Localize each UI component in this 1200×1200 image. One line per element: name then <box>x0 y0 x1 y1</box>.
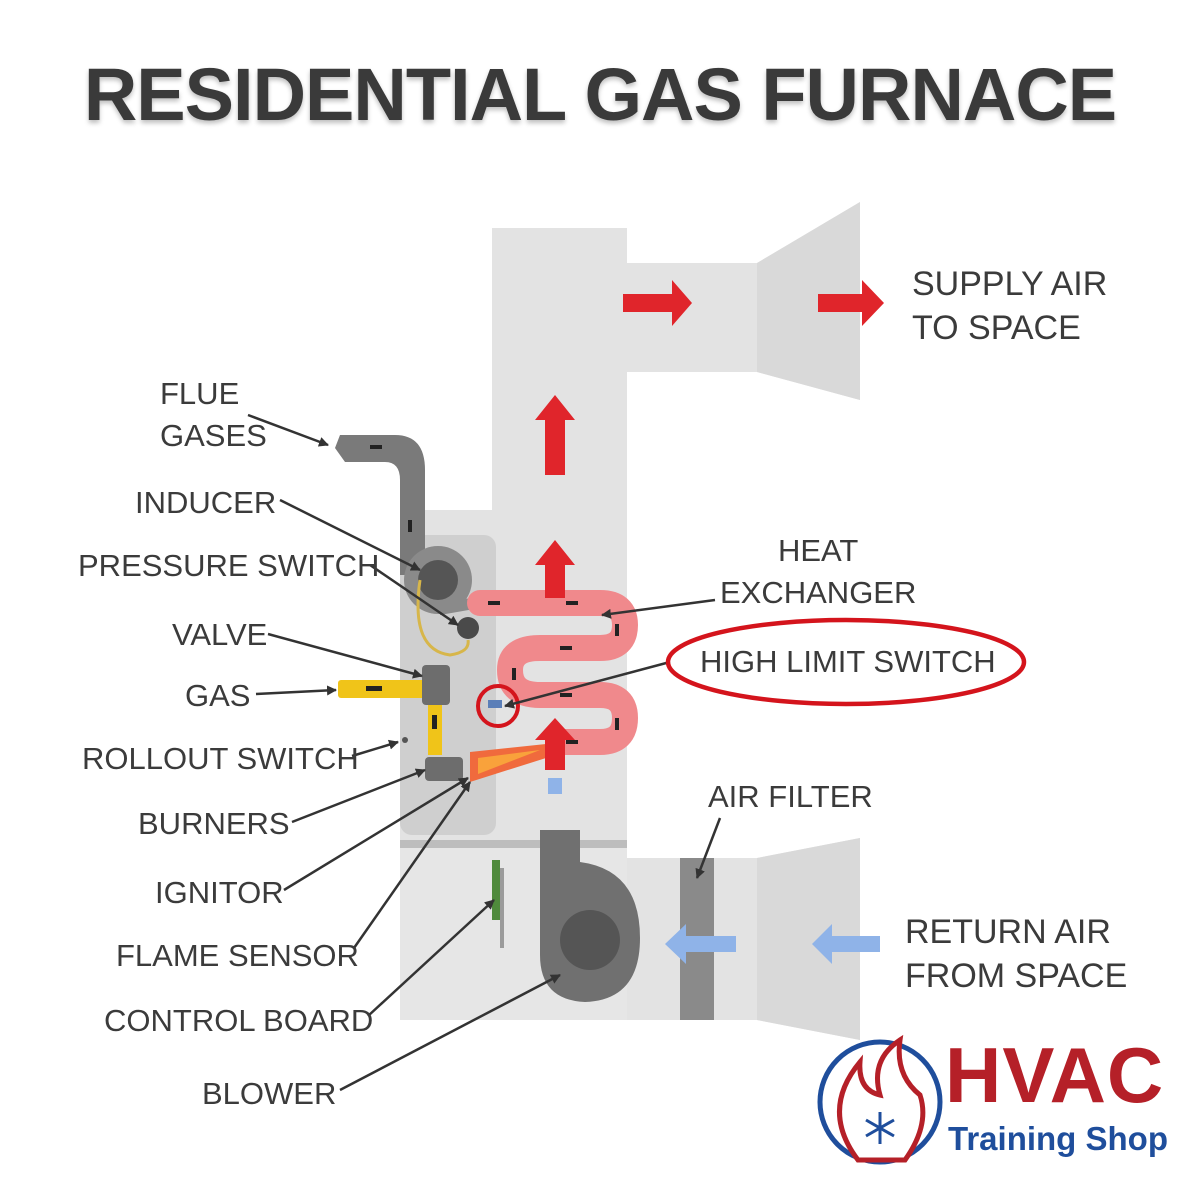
high-limit-switch <box>476 684 520 728</box>
flue-pipe <box>335 435 425 575</box>
inducer-motor <box>404 546 480 615</box>
label-gas: GAS <box>185 678 251 713</box>
label-heat-exchanger: HEAT EXCHANGER <box>720 533 917 610</box>
gas-train <box>338 665 463 781</box>
label-flame-sensor: FLAME SENSOR <box>116 938 359 973</box>
label-air-filter: AIR FILTER <box>708 779 873 814</box>
label-high-limit-switch: HIGH LIMIT SWITCH <box>700 644 996 679</box>
supply-duct <box>492 202 860 510</box>
label-return-air: RETURN AIR FROM SPACE <box>905 913 1128 996</box>
heat-exchanger <box>467 590 638 755</box>
label-supply-air: SUPPLY AIR TO SPACE <box>912 265 1108 348</box>
label-rollout-switch: ROLLOUT SWITCH <box>82 741 359 776</box>
label-valve: VALVE <box>172 617 268 652</box>
label-control-board: CONTROL BOARD <box>104 1003 374 1038</box>
label-blower: BLOWER <box>202 1076 337 1111</box>
high-limit-highlight <box>665 617 1027 707</box>
logo-flame-mark <box>817 1034 943 1165</box>
label-flue-gases: FLUE GASES <box>160 376 267 453</box>
leader-lines <box>247 413 722 1092</box>
cool-air-arrows <box>548 778 880 964</box>
label-burners: BURNERS <box>138 806 290 841</box>
heat-exchanger-marks <box>488 601 619 744</box>
blower <box>540 830 640 1002</box>
snowflake-icon <box>865 1112 895 1144</box>
label-ignitor: IGNITOR <box>155 875 284 910</box>
logo-subtitle: Training Shop <box>948 1120 1168 1157</box>
page-title: RESIDENTIAL GAS FURNACE <box>83 53 1117 136</box>
warm-air-arrows <box>535 280 884 770</box>
pressure-switch <box>416 579 479 657</box>
burner-flame <box>470 742 565 782</box>
logo-wordmark: HVAC <box>945 1031 1165 1119</box>
label-pressure-switch: PRESSURE SWITCH <box>78 548 380 583</box>
label-inducer: INDUCER <box>135 485 277 520</box>
